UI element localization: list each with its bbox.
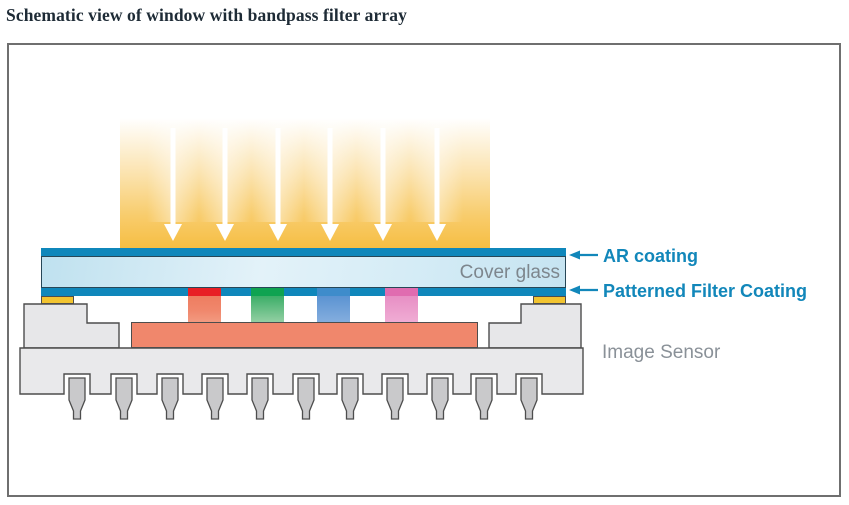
filter-body: [385, 296, 418, 322]
callout-arrow-icon: [569, 250, 598, 260]
filter-segment-blue: [317, 288, 350, 322]
filter-cap: [188, 288, 221, 296]
filter-segment-red: [188, 288, 221, 322]
filter-segment-pink: [385, 288, 418, 322]
filter-cap: [251, 288, 284, 296]
cover-glass-layer: Cover glass: [41, 256, 566, 288]
package-base: [19, 347, 584, 395]
package-wall-left: [23, 303, 120, 349]
filter-cap: [385, 288, 418, 296]
image-sensor-caption: Image Sensor: [602, 342, 721, 363]
callout-arrow-icon: [569, 285, 598, 295]
bond-pad-right: [533, 296, 566, 304]
package-pin: [68, 377, 538, 420]
filter-segment-green: [251, 288, 284, 322]
page-title: Schematic view of window with bandpass f…: [6, 5, 407, 25]
ar-coating-callout: AR coating: [603, 246, 699, 266]
cover-glass-label: Cover glass: [459, 261, 560, 283]
light-beam: [120, 118, 490, 248]
filter-body: [251, 296, 284, 322]
filter-cap: [317, 288, 350, 296]
down-arrow-icon: [164, 128, 446, 241]
patterned-filter-coating-layer: [41, 288, 566, 296]
bond-pad-left: [41, 296, 74, 304]
image-sensor-die: [131, 322, 478, 348]
filter-body: [317, 296, 350, 322]
ar-coating-layer: [41, 248, 566, 256]
patterned-filter-coating-callout: Patterned Filter Coating: [603, 281, 808, 301]
package-wall-right: [488, 303, 582, 349]
filter-body: [188, 296, 221, 322]
